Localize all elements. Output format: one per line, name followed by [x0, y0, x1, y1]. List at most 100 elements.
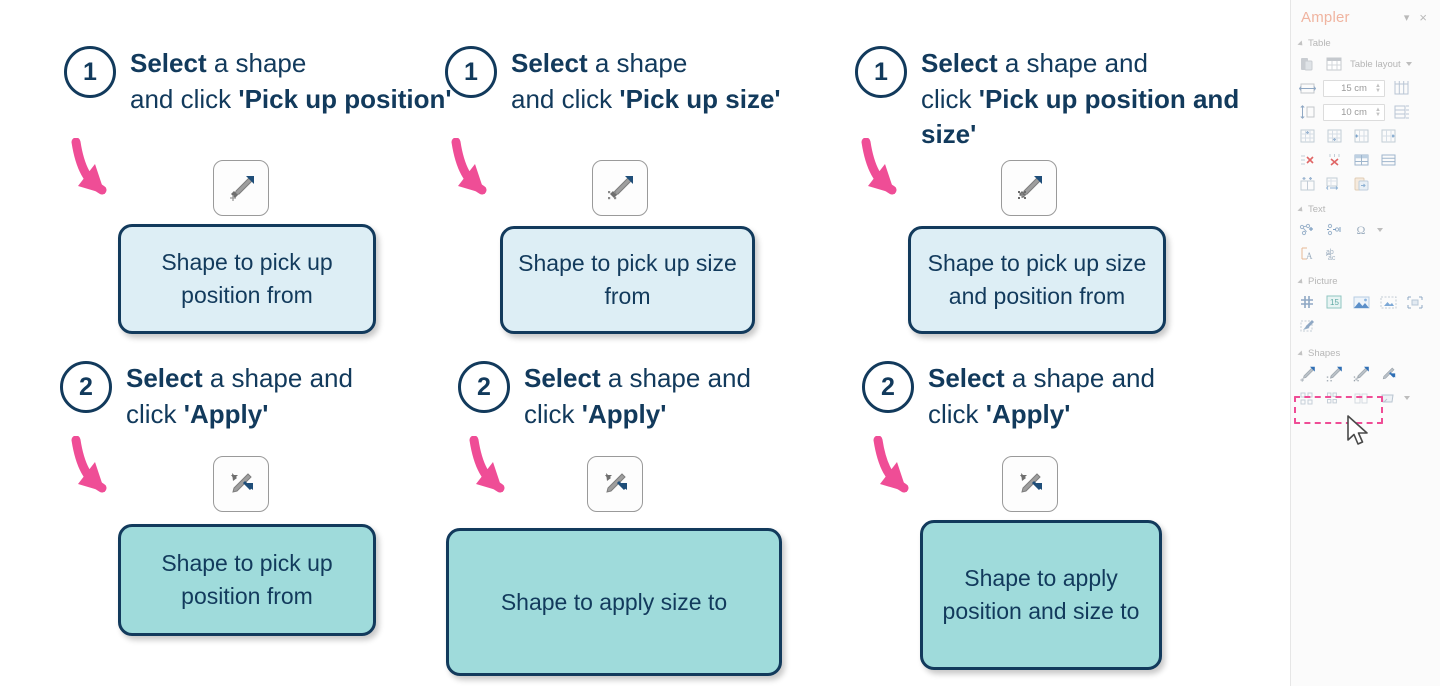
text-box-icon[interactable]: A — [1296, 244, 1318, 264]
shape-box-apply-size[interactable]: Shape to apply size to — [446, 528, 782, 676]
shape-box-pickup-position[interactable]: Shape to pick up position from — [118, 224, 376, 334]
step-instruction-text: Select a shape and click 'Apply' — [928, 361, 1155, 432]
stepper-up-icon[interactable]: ▲ — [1375, 106, 1381, 113]
table-layout-label: Table layout — [1350, 58, 1401, 70]
picture-count-icon[interactable]: 15 — [1323, 292, 1345, 312]
step-text-rest: a shape and click — [126, 363, 353, 429]
step-header-5: 2 Select a shape and click 'Apply' — [458, 361, 751, 432]
width-icon — [1296, 78, 1318, 98]
omega-symbol-icon[interactable]: Ω — [1356, 222, 1366, 237]
table-height-input[interactable]: 10 cm ▲ ▼ — [1323, 103, 1385, 121]
table-height-row: 10 cm ▲ ▼ — [1291, 100, 1440, 124]
apply-size-icon-button[interactable] — [587, 456, 643, 512]
shape-box-label: Shape to pick up position from — [161, 550, 333, 609]
group-header-picture[interactable]: Picture — [1291, 272, 1440, 290]
table-tools-row-1 — [1291, 124, 1440, 148]
apply-position-and-size-icon-button[interactable] — [1002, 456, 1058, 512]
merge-cells-icon[interactable] — [1350, 150, 1372, 170]
insert-column-right-icon[interactable] — [1377, 126, 1399, 146]
group-header-shapes[interactable]: Shapes — [1291, 344, 1440, 362]
step-text-prefix: Select — [524, 363, 601, 393]
pink-arrow-icon — [71, 138, 107, 195]
pane-pickup-position-and-size-icon[interactable] — [1350, 364, 1372, 384]
group-label: Table — [1308, 38, 1331, 49]
apply-position-and-size-icon — [1020, 473, 1042, 493]
shape-format-icon[interactable] — [1377, 388, 1399, 408]
apply-position-icon-button[interactable] — [213, 456, 269, 512]
shape-box-pickup-position-and-size[interactable]: Shape to pick up size and position from — [908, 226, 1166, 334]
step-instruction-text: Select a shape and click 'Pick up size' — [511, 46, 781, 117]
svg-text:A: A — [1306, 251, 1313, 261]
apply-size-icon — [605, 473, 627, 493]
delete-column-icon[interactable] — [1323, 150, 1345, 170]
step-text-rest: a shape and click — [921, 48, 1148, 114]
collapse-triangle-icon — [1297, 277, 1305, 286]
step-header-4: 2 Select a shape and click 'Apply' — [60, 361, 353, 432]
chevron-down-icon[interactable] — [1404, 396, 1410, 400]
step-text-prefix: Select — [126, 363, 203, 393]
step-text-prefix: Select — [921, 48, 998, 78]
table-tools-row-2 — [1291, 148, 1440, 172]
height-icon — [1296, 102, 1318, 122]
insert-row-above-icon[interactable] — [1296, 126, 1318, 146]
picture-image-icon[interactable] — [1350, 292, 1372, 312]
chevron-down-icon[interactable] — [1377, 228, 1383, 232]
picture-edit-icon[interactable] — [1296, 316, 1318, 336]
shape-box-label: Shape to pick up size from — [518, 250, 737, 309]
step-number-badge: 2 — [862, 361, 914, 413]
distribute-shapes-grid-icon[interactable] — [1323, 388, 1345, 408]
pickup-position-and-size-icon-button[interactable] — [1001, 160, 1057, 216]
picture-tools-row-2 — [1291, 314, 1440, 338]
chevron-down-icon[interactable]: ▾ — [1403, 11, 1410, 24]
shape-box-apply-position[interactable]: Shape to pick up position from — [118, 524, 376, 636]
swap-shapes-icon[interactable] — [1350, 388, 1372, 408]
group-header-text[interactable]: Text — [1291, 200, 1440, 218]
distribute-columns-icon[interactable] — [1390, 78, 1412, 98]
step-number-badge: 2 — [60, 361, 112, 413]
pickup-position-and-size-icon — [1018, 176, 1042, 199]
chevron-down-icon[interactable] — [1405, 62, 1412, 66]
group-label: Text — [1308, 204, 1326, 215]
group-header-table[interactable]: Table — [1291, 34, 1440, 52]
step-header-2: 1 Select a shape and click 'Pick up size… — [445, 46, 781, 117]
text-scatter-icon[interactable] — [1296, 220, 1318, 240]
table-transform-icon[interactable] — [1323, 174, 1345, 194]
svg-text:15: 15 — [1330, 298, 1339, 307]
pin-picture-icon[interactable] — [1296, 292, 1318, 312]
step-header-6: 2 Select a shape and click 'Apply' — [862, 361, 1155, 432]
step-instruction-text: Select a shape and click 'Apply' — [126, 361, 353, 432]
delete-row-icon[interactable] — [1296, 150, 1318, 170]
shape-box-apply-position-and-size[interactable]: Shape to apply position and size to — [920, 520, 1162, 670]
copy-table-format-icon[interactable] — [1350, 174, 1372, 194]
shape-box-pickup-size[interactable]: Shape to pick up size from — [500, 226, 755, 334]
text-tools-row-1: Ω — [1291, 218, 1440, 242]
pane-pickup-position-icon[interactable] — [1296, 364, 1318, 384]
insert-column-left-icon[interactable] — [1350, 126, 1372, 146]
table-width-input[interactable]: 15 cm ▲ ▼ — [1323, 79, 1385, 97]
text-distribute-icon[interactable] — [1323, 220, 1345, 240]
svg-text:ab: ab — [1326, 249, 1334, 256]
pane-apply-icon[interactable] — [1377, 364, 1399, 384]
paste-table-icon[interactable] — [1296, 54, 1318, 74]
close-icon[interactable]: × — [1419, 9, 1427, 25]
split-cells-icon[interactable] — [1377, 150, 1399, 170]
stepper-down-icon[interactable]: ▼ — [1375, 87, 1381, 94]
pickup-size-icon — [608, 176, 633, 200]
align-shapes-grid-icon[interactable] — [1296, 388, 1318, 408]
insert-row-below-icon[interactable] — [1323, 126, 1345, 146]
pickup-position-icon-button[interactable] — [213, 160, 269, 216]
add-cells-icon[interactable] — [1296, 174, 1318, 194]
distribute-rows-icon[interactable] — [1390, 102, 1412, 122]
step-text-emphasis: 'Apply' — [183, 398, 269, 429]
pickup-size-icon-button[interactable] — [592, 160, 648, 216]
stepper-down-icon[interactable]: ▼ — [1375, 111, 1381, 118]
pane-pickup-size-icon[interactable] — [1323, 364, 1345, 384]
table-width-row: 15 cm ▲ ▼ — [1291, 76, 1440, 100]
step-text-rest: a shape and click — [524, 363, 751, 429]
picture-resize-icon[interactable] — [1404, 292, 1426, 312]
picture-fit-icon[interactable] — [1377, 292, 1399, 312]
stepper-up-icon[interactable]: ▲ — [1375, 82, 1381, 89]
table-layout-icon[interactable] — [1323, 54, 1345, 74]
